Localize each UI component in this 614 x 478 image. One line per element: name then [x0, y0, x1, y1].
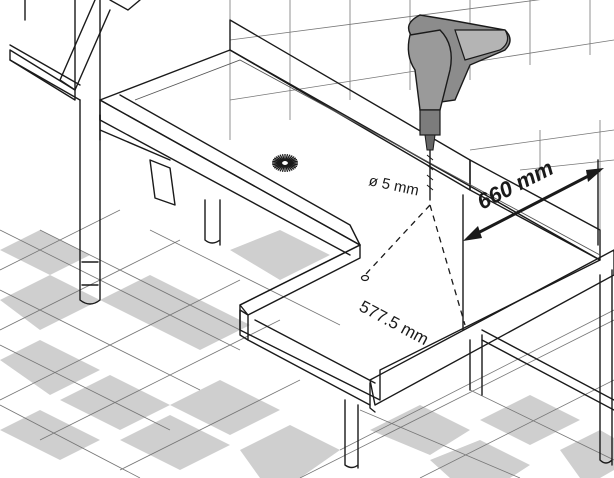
drain-spoke — [284, 153, 289, 162]
drain-spoke — [272, 158, 283, 163]
drain-spoke — [273, 157, 283, 163]
drain-spoke — [287, 160, 298, 164]
drain-grate-icon — [272, 153, 298, 173]
drain-spoke — [281, 153, 286, 162]
drain-spoke — [275, 156, 284, 163]
drain-spoke — [287, 163, 298, 168]
drain-spoke — [284, 164, 289, 173]
dimension-lines — [360, 159, 604, 331]
power-drill-icon — [407, 14, 511, 201]
drain-spoke — [286, 164, 293, 171]
width-dimension-label: 660 mm — [473, 155, 557, 214]
drain-spoke — [279, 154, 285, 162]
drain-spoke — [286, 163, 295, 170]
drain-spoke — [287, 163, 297, 169]
drain-spoke — [277, 155, 284, 162]
drain-spoke — [275, 163, 284, 170]
drain-spoke — [279, 164, 285, 172]
drain-spoke — [285, 164, 291, 172]
drain-spoke — [285, 154, 291, 162]
floor-tiles — [0, 209, 614, 478]
worktop-table — [99, 19, 614, 469]
drain-spoke — [281, 164, 286, 173]
hole-diameter-label: ø 5 mm — [367, 172, 420, 199]
length-dimension-label: 577.5 mm — [356, 297, 432, 349]
machine-frame — [9, 0, 221, 305]
drain-spoke — [286, 155, 293, 162]
drain-spoke — [286, 156, 295, 163]
drain-spoke — [277, 164, 284, 171]
